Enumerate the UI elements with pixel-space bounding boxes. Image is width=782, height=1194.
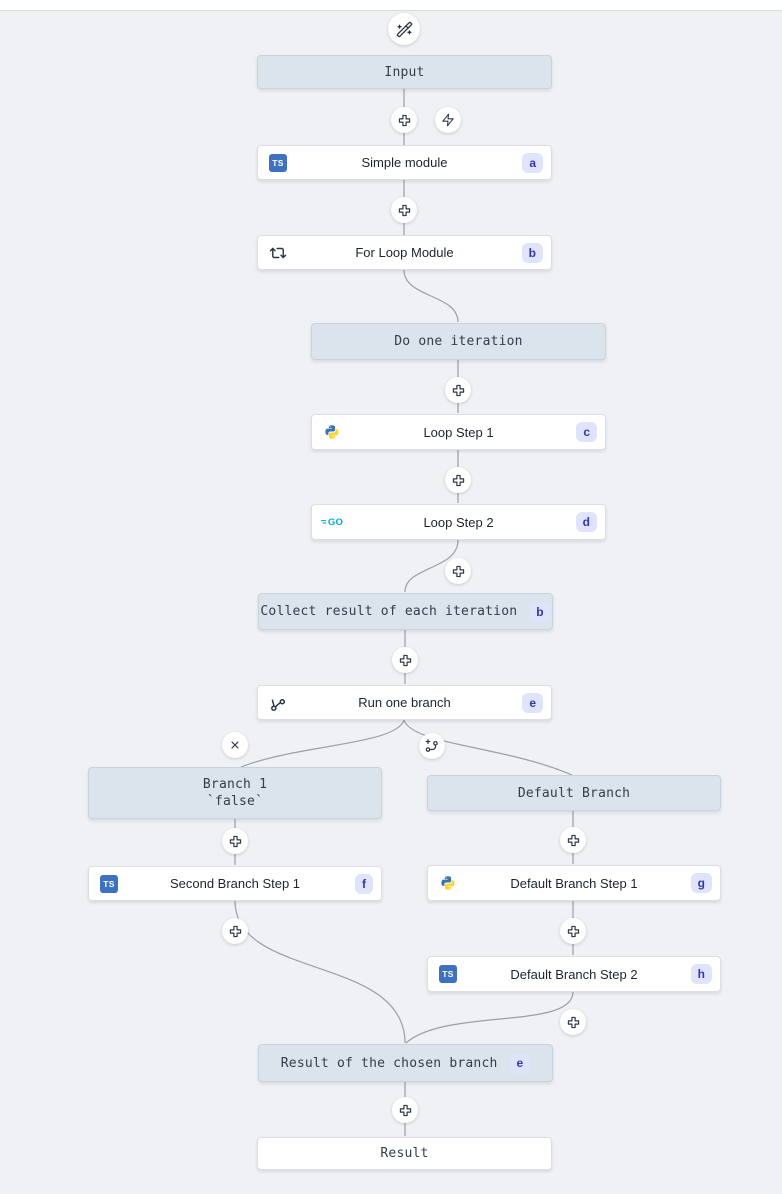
add-step-button[interactable] — [391, 107, 417, 133]
step-id-badge: e — [509, 1053, 531, 1073]
zap-icon — [441, 113, 455, 127]
node-label: Input — [384, 64, 425, 80]
node-label: Default Branch Step 2 — [510, 966, 638, 982]
node-label: Result of the chosen branch — [280, 1055, 498, 1071]
add-branch-icon — [424, 738, 440, 754]
python-icon — [438, 873, 458, 893]
typescript-icon: TS — [438, 964, 458, 984]
node-loop-step-1[interactable]: Loop Step 1 c — [311, 414, 606, 450]
ai-wand-button[interactable] — [388, 13, 420, 45]
plus-icon — [451, 564, 466, 579]
add-step-button[interactable] — [392, 1097, 418, 1123]
add-step-button[interactable] — [560, 1009, 586, 1035]
typescript-icon: TS — [268, 153, 288, 173]
plus-icon — [566, 833, 581, 848]
plus-icon — [228, 834, 243, 849]
step-id-badge: h — [690, 964, 712, 984]
node-branch-1[interactable]: Branch 1 `false` — [88, 767, 382, 819]
node-label: Run one branch — [358, 695, 451, 710]
add-step-button[interactable] — [560, 827, 586, 853]
node-label: Loop Step 2 — [423, 514, 494, 530]
node-label: Loop Step 1 — [423, 424, 494, 440]
step-id-badge: d — [575, 512, 597, 532]
add-step-button[interactable] — [445, 558, 471, 584]
add-trigger-button[interactable] — [435, 107, 461, 133]
step-id-badge: f — [355, 873, 373, 894]
node-loop-step-2[interactable]: GO Loop Step 2 d — [311, 504, 606, 540]
add-step-button[interactable] — [391, 197, 417, 223]
node-label: Result — [380, 1146, 429, 1161]
plus-icon — [451, 383, 466, 398]
top-bar — [0, 0, 782, 11]
step-id-badge: g — [690, 873, 712, 893]
node-label: Second Branch Step 1 — [169, 876, 301, 891]
node-label: Do one iteration — [394, 334, 523, 349]
magic-wand-icon — [396, 21, 413, 38]
branch-condition: `false` — [206, 794, 264, 809]
node-do-one-iteration[interactable]: Do one iteration — [311, 323, 606, 360]
add-step-button[interactable] — [222, 828, 248, 854]
node-label: For Loop Module — [355, 245, 454, 260]
plus-icon — [398, 1103, 413, 1118]
add-step-button[interactable] — [222, 918, 248, 944]
node-label: Collect result of each iteration — [260, 604, 518, 619]
node-label: Default Branch Step 1 — [510, 875, 638, 891]
plus-icon — [397, 203, 412, 218]
loop-icon — [268, 243, 288, 263]
node-simple-module[interactable]: TS Simple module a — [257, 145, 552, 180]
node-result-of-chosen-branch[interactable]: Result of the chosen branch e — [258, 1044, 553, 1082]
node-label: Simple module — [361, 155, 448, 170]
step-id-badge: c — [576, 422, 597, 442]
add-step-button[interactable] — [445, 377, 471, 403]
plus-icon — [451, 473, 466, 488]
step-id-badge: b — [521, 242, 543, 263]
add-step-button[interactable] — [560, 918, 586, 944]
python-icon — [322, 422, 342, 442]
close-icon — [229, 739, 241, 751]
node-result[interactable]: Result — [257, 1137, 552, 1170]
node-collect-result[interactable]: Collect result of each iteration b — [258, 593, 553, 630]
typescript-icon: TS — [99, 874, 119, 894]
add-step-button[interactable] — [445, 467, 471, 493]
plus-icon — [228, 924, 243, 939]
step-id-badge: b — [529, 601, 551, 622]
node-default-branch-step-2[interactable]: TS Default Branch Step 2 h — [427, 956, 721, 992]
node-for-loop-module[interactable]: For Loop Module b — [257, 235, 552, 270]
branch-label: Default Branch — [517, 785, 631, 801]
branch-icon — [268, 693, 288, 713]
plus-icon — [397, 113, 412, 128]
node-second-branch-step-1[interactable]: TS Second Branch Step 1 f — [88, 866, 382, 901]
step-id-badge: a — [522, 152, 543, 173]
add-step-button[interactable] — [392, 647, 418, 673]
step-id-badge: e — [522, 692, 543, 713]
node-default-branch[interactable]: Default Branch — [427, 775, 721, 811]
node-input[interactable]: Input — [257, 55, 552, 89]
plus-icon — [566, 1015, 581, 1030]
plus-icon — [398, 653, 413, 668]
node-default-branch-step-1[interactable]: Default Branch Step 1 g — [427, 865, 721, 901]
add-branch-button[interactable] — [419, 733, 445, 759]
plus-icon — [566, 924, 581, 939]
branch-label: Branch 1 — [202, 777, 268, 792]
remove-branch-button[interactable] — [222, 732, 248, 758]
node-run-one-branch[interactable]: Run one branch e — [257, 685, 552, 720]
go-icon: GO — [320, 516, 344, 528]
